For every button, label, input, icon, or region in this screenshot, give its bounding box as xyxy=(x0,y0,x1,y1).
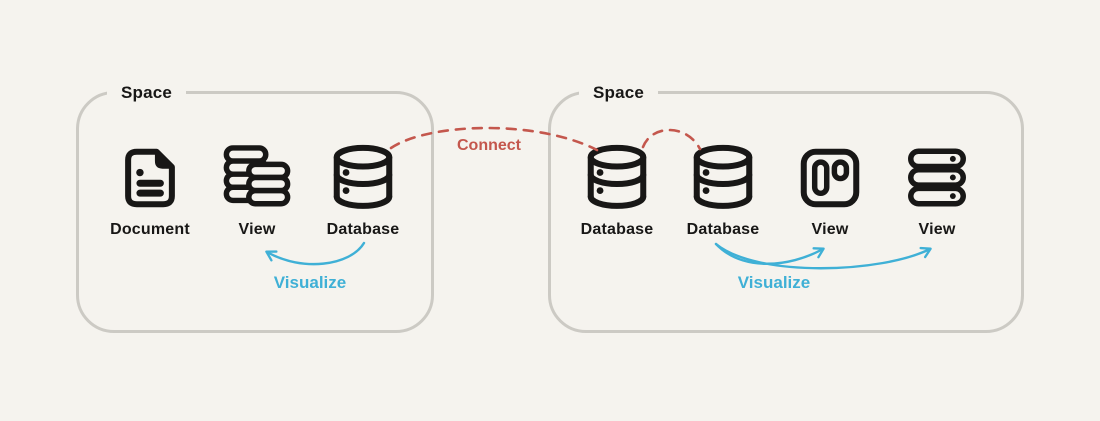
visualize-label-right: Visualize xyxy=(737,273,811,292)
stack-view-icon xyxy=(223,145,291,207)
space-label: Space xyxy=(107,81,187,105)
space-label: Space xyxy=(579,81,659,105)
node-label: Document xyxy=(110,221,190,238)
node-view-board: View xyxy=(775,143,885,239)
node-label: View xyxy=(918,221,956,238)
node-label: View xyxy=(238,221,276,238)
database-icon xyxy=(587,144,647,209)
visualize-label-left: Visualize xyxy=(273,273,347,292)
document-icon xyxy=(125,148,175,208)
node-view-server: View xyxy=(882,143,992,239)
node-database: Database xyxy=(562,143,672,239)
space-box-right: Space Database Database xyxy=(548,81,1024,333)
node-label: Database xyxy=(686,221,760,238)
node-database: Database xyxy=(308,143,418,239)
node-view-stack: View xyxy=(202,143,312,239)
node-label: View xyxy=(811,221,849,238)
node-label: Database xyxy=(326,221,400,238)
node-document: Document xyxy=(95,143,205,239)
database-icon xyxy=(333,144,393,209)
space-box-left: Space Document xyxy=(76,81,434,333)
server-view-icon xyxy=(908,148,966,207)
database-icon xyxy=(693,144,753,209)
node-database: Database xyxy=(668,143,778,239)
connect-label: Connect xyxy=(457,137,521,154)
node-label: Database xyxy=(580,221,654,238)
board-view-icon xyxy=(800,148,860,208)
